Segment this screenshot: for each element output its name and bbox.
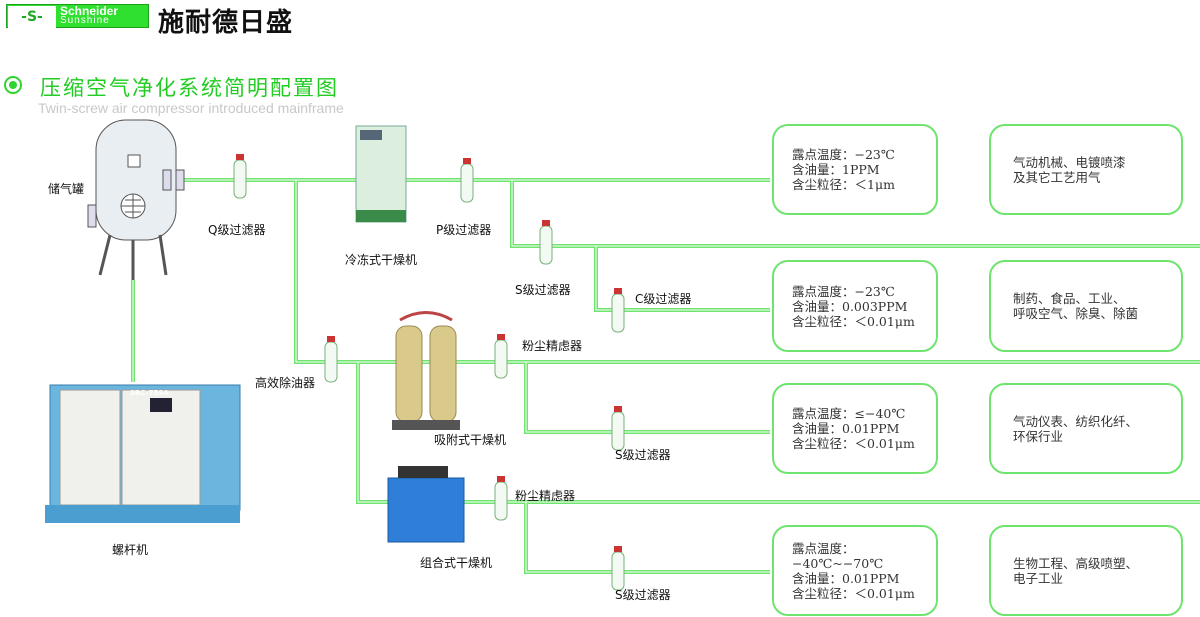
bullet-icon (4, 76, 22, 94)
spec-dewpoint: 露点温度：−23℃ (792, 283, 895, 299)
logo-mark-icon: -S- (8, 6, 56, 28)
spec-oil: 含油量：0.003PPM (792, 298, 908, 314)
spec-oil: 含油量：0.01PPM (792, 570, 900, 586)
usage-line: 及其它工艺用气 (1013, 169, 1101, 185)
screw-compressor-icon (45, 384, 241, 523)
spec-dewpoint: 露点温度：−23℃ (792, 147, 895, 162)
label-refrigerated-dryer: 冷冻式干燥机 (345, 253, 418, 267)
air-tank-icon (87, 119, 185, 280)
spec-dewpoint: 露点温度：−40℃~−70℃ (792, 540, 884, 571)
usage-box-3: 气动仪表、纺织化纤、 环保行业 (989, 383, 1183, 474)
spec-dust: 含尘粒径：＜0.01μm (792, 313, 915, 329)
filter-p-icon (460, 158, 474, 203)
spec-dust: 含尘粒径：＜0.01μm (792, 436, 915, 451)
filter-q-icon (233, 154, 247, 199)
usage-line: 生物工程、高级喷塑、 (1013, 555, 1139, 571)
label-filter-s1: S级过滤器 (515, 283, 571, 297)
refrigerated-dryer-icon (355, 125, 407, 223)
label-dust-filter-1: 粉尘精虑器 (522, 339, 583, 353)
spec-dewpoint: 露点温度：≤−40℃ (792, 406, 906, 421)
usage-box-4: 生物工程、高级喷塑、 电子工业 (989, 525, 1183, 616)
filter-dust2-icon (494, 476, 508, 521)
spec-box-1: 露点温度：−23℃ 含油量：1PPM 含尘粒径：＜1μm (772, 124, 938, 215)
spec-oil: 含油量：1PPM (792, 162, 880, 177)
spec-box-3: 露点温度：≤−40℃ 含油量：0.01PPM 含尘粒径：＜0.01μm (772, 383, 938, 474)
brand-en-1: Schneider (60, 4, 119, 18)
pipe-branch-s3 (524, 502, 770, 574)
usage-line: 电子工业 (1013, 570, 1064, 586)
compressor-model: SRC-75SA (130, 389, 169, 397)
spec-dust: 含尘粒径：＜1μm (792, 177, 895, 192)
spec-box-4: 露点温度：−40℃~−70℃ 含油量：0.01PPM 含尘粒径：＜0.01μm (772, 525, 938, 616)
filter-oil-icon (324, 336, 338, 383)
usage-box-2: 制药、食品、工业、 呼吸空气、除臭、除菌 (989, 260, 1183, 352)
filter-s2-icon (611, 406, 625, 451)
page-title: 压缩空气净化系统简明配置图 (40, 76, 339, 100)
filter-dust1-icon (494, 334, 508, 379)
usage-line: 气动仪表、纺织化纤、 (1013, 413, 1139, 429)
brand-cn: 施耐德日盛 (158, 8, 294, 38)
usage-line: 气动机械、电镀喷漆 (1013, 154, 1126, 170)
usage-box-1: 气动机械、电镀喷漆 及其它工艺用气 (989, 124, 1183, 215)
spec-oil: 含油量：0.01PPM (792, 421, 900, 436)
pipe-branch-s2 (524, 362, 770, 434)
label-filter-c: C级过滤器 (635, 292, 692, 306)
filter-c-icon (611, 288, 625, 333)
combined-dryer-icon (387, 466, 465, 543)
label-filter-p: P级过滤器 (436, 223, 492, 237)
label-adsorption-dryer: 吸附式干燥机 (434, 433, 507, 447)
spec-box-2: 露点温度：−23℃ 含油量：0.003PPM 含尘粒径：＜0.01μm (772, 260, 938, 352)
filter-s1-icon (539, 220, 553, 265)
label-filter-s3: S级过滤器 (615, 588, 671, 602)
brand-logo: -S- Schneider Sunshine (6, 4, 149, 28)
adsorption-dryer-icon (392, 311, 460, 430)
label-dust-filter-2: 粉尘精虑器 (515, 489, 576, 503)
label-filter-q: Q级过滤器 (208, 223, 266, 237)
label-compressor: 螺杆机 (112, 543, 149, 557)
usage-line: 环保行业 (1013, 428, 1064, 444)
filter-icons (233, 154, 625, 591)
label-oil-remover: 高效除油器 (255, 376, 316, 390)
filter-s3-icon (611, 546, 625, 591)
brand-en-2: Sunshine (60, 15, 110, 26)
spec-dust: 含尘粒径：＜0.01μm (792, 585, 915, 601)
page-subtitle: Twin-screw air compressor introduced mai… (38, 100, 344, 116)
label-combined-dryer: 组合式干燥机 (420, 556, 493, 570)
usage-line: 制药、食品、工业、 (1013, 291, 1126, 306)
label-filter-s2: S级过滤器 (615, 448, 671, 462)
label-tank: 储气罐 (48, 182, 85, 196)
usage-line: 呼吸空气、除臭、除菌 (1013, 306, 1139, 321)
